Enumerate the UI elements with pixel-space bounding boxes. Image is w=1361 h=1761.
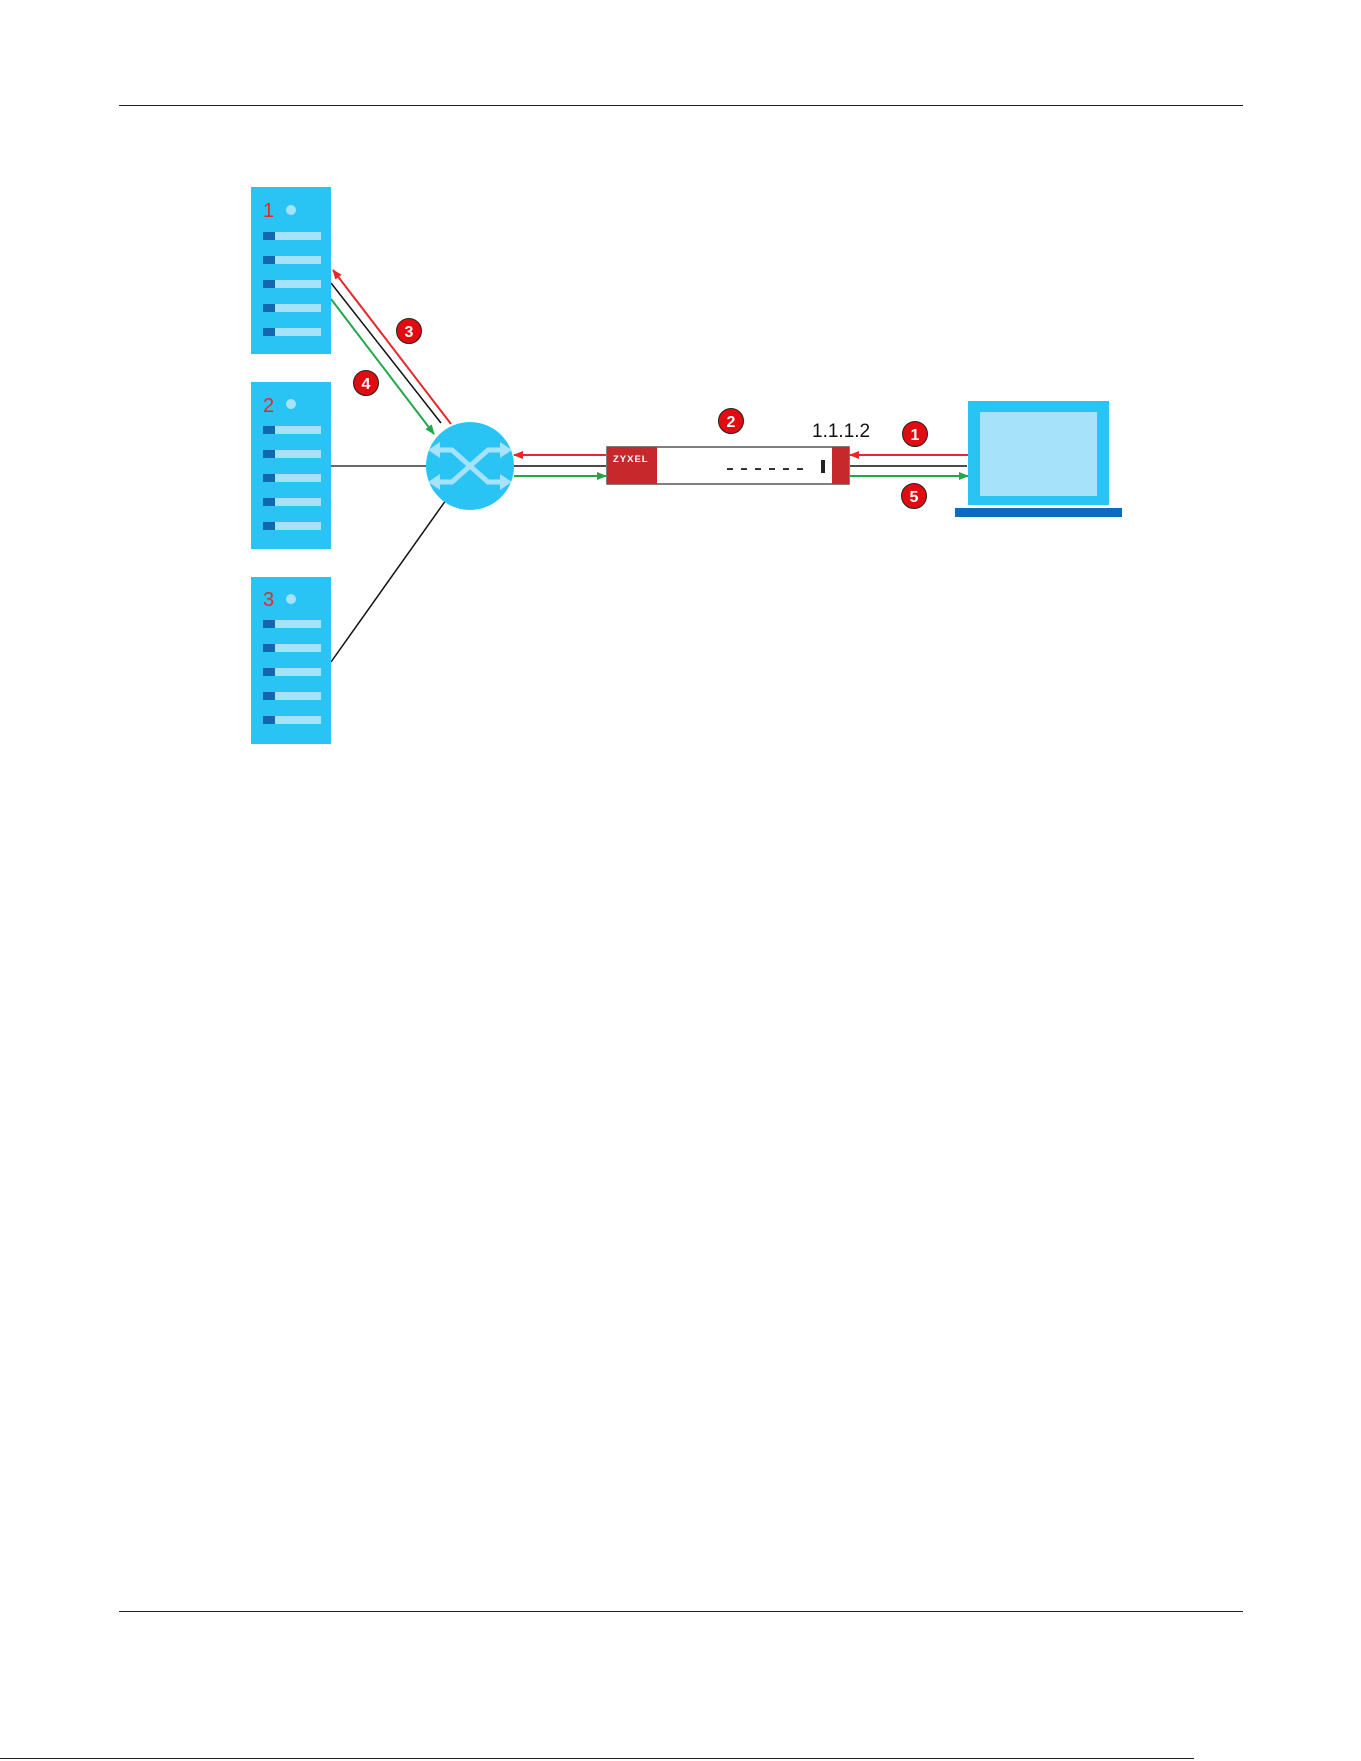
link-server1-switch bbox=[331, 283, 441, 423]
svg-text:4: 4 bbox=[362, 376, 371, 393]
server-status-led bbox=[286, 399, 296, 409]
step-badge-1: 1 bbox=[903, 422, 928, 447]
link-server3-switch bbox=[331, 500, 446, 662]
server-2: 2 bbox=[251, 382, 331, 549]
svg-text:2: 2 bbox=[727, 414, 736, 431]
firewall-brand-logo: ZYXEL bbox=[613, 454, 649, 465]
step-badge-3: 3 bbox=[397, 319, 422, 344]
server-1: 1 bbox=[251, 187, 331, 354]
step-badge-2: 2 bbox=[719, 409, 744, 434]
server-label: 3 bbox=[263, 589, 274, 611]
svg-text:3: 3 bbox=[405, 324, 414, 341]
server-3: 3 bbox=[251, 577, 331, 744]
firewall-device: ZYXEL bbox=[607, 447, 849, 484]
client-ip-label: 1.1.1.2 bbox=[812, 421, 870, 442]
server-label: 1 bbox=[263, 200, 274, 222]
server-status-led bbox=[286, 594, 296, 604]
server-label: 2 bbox=[263, 395, 274, 417]
request-arrow-switch-server1 bbox=[333, 270, 451, 424]
response-arrow-server1-switch bbox=[331, 299, 434, 434]
server-status-led bbox=[286, 205, 296, 215]
step-badge-4: 4 bbox=[354, 371, 379, 396]
switch-icon bbox=[426, 422, 514, 510]
firewall-power-indicator bbox=[821, 460, 825, 473]
svg-text:1: 1 bbox=[911, 427, 920, 444]
step-badge-5: 5 bbox=[902, 484, 927, 509]
laptop-icon bbox=[955, 401, 1122, 517]
svg-text:5: 5 bbox=[910, 489, 919, 506]
